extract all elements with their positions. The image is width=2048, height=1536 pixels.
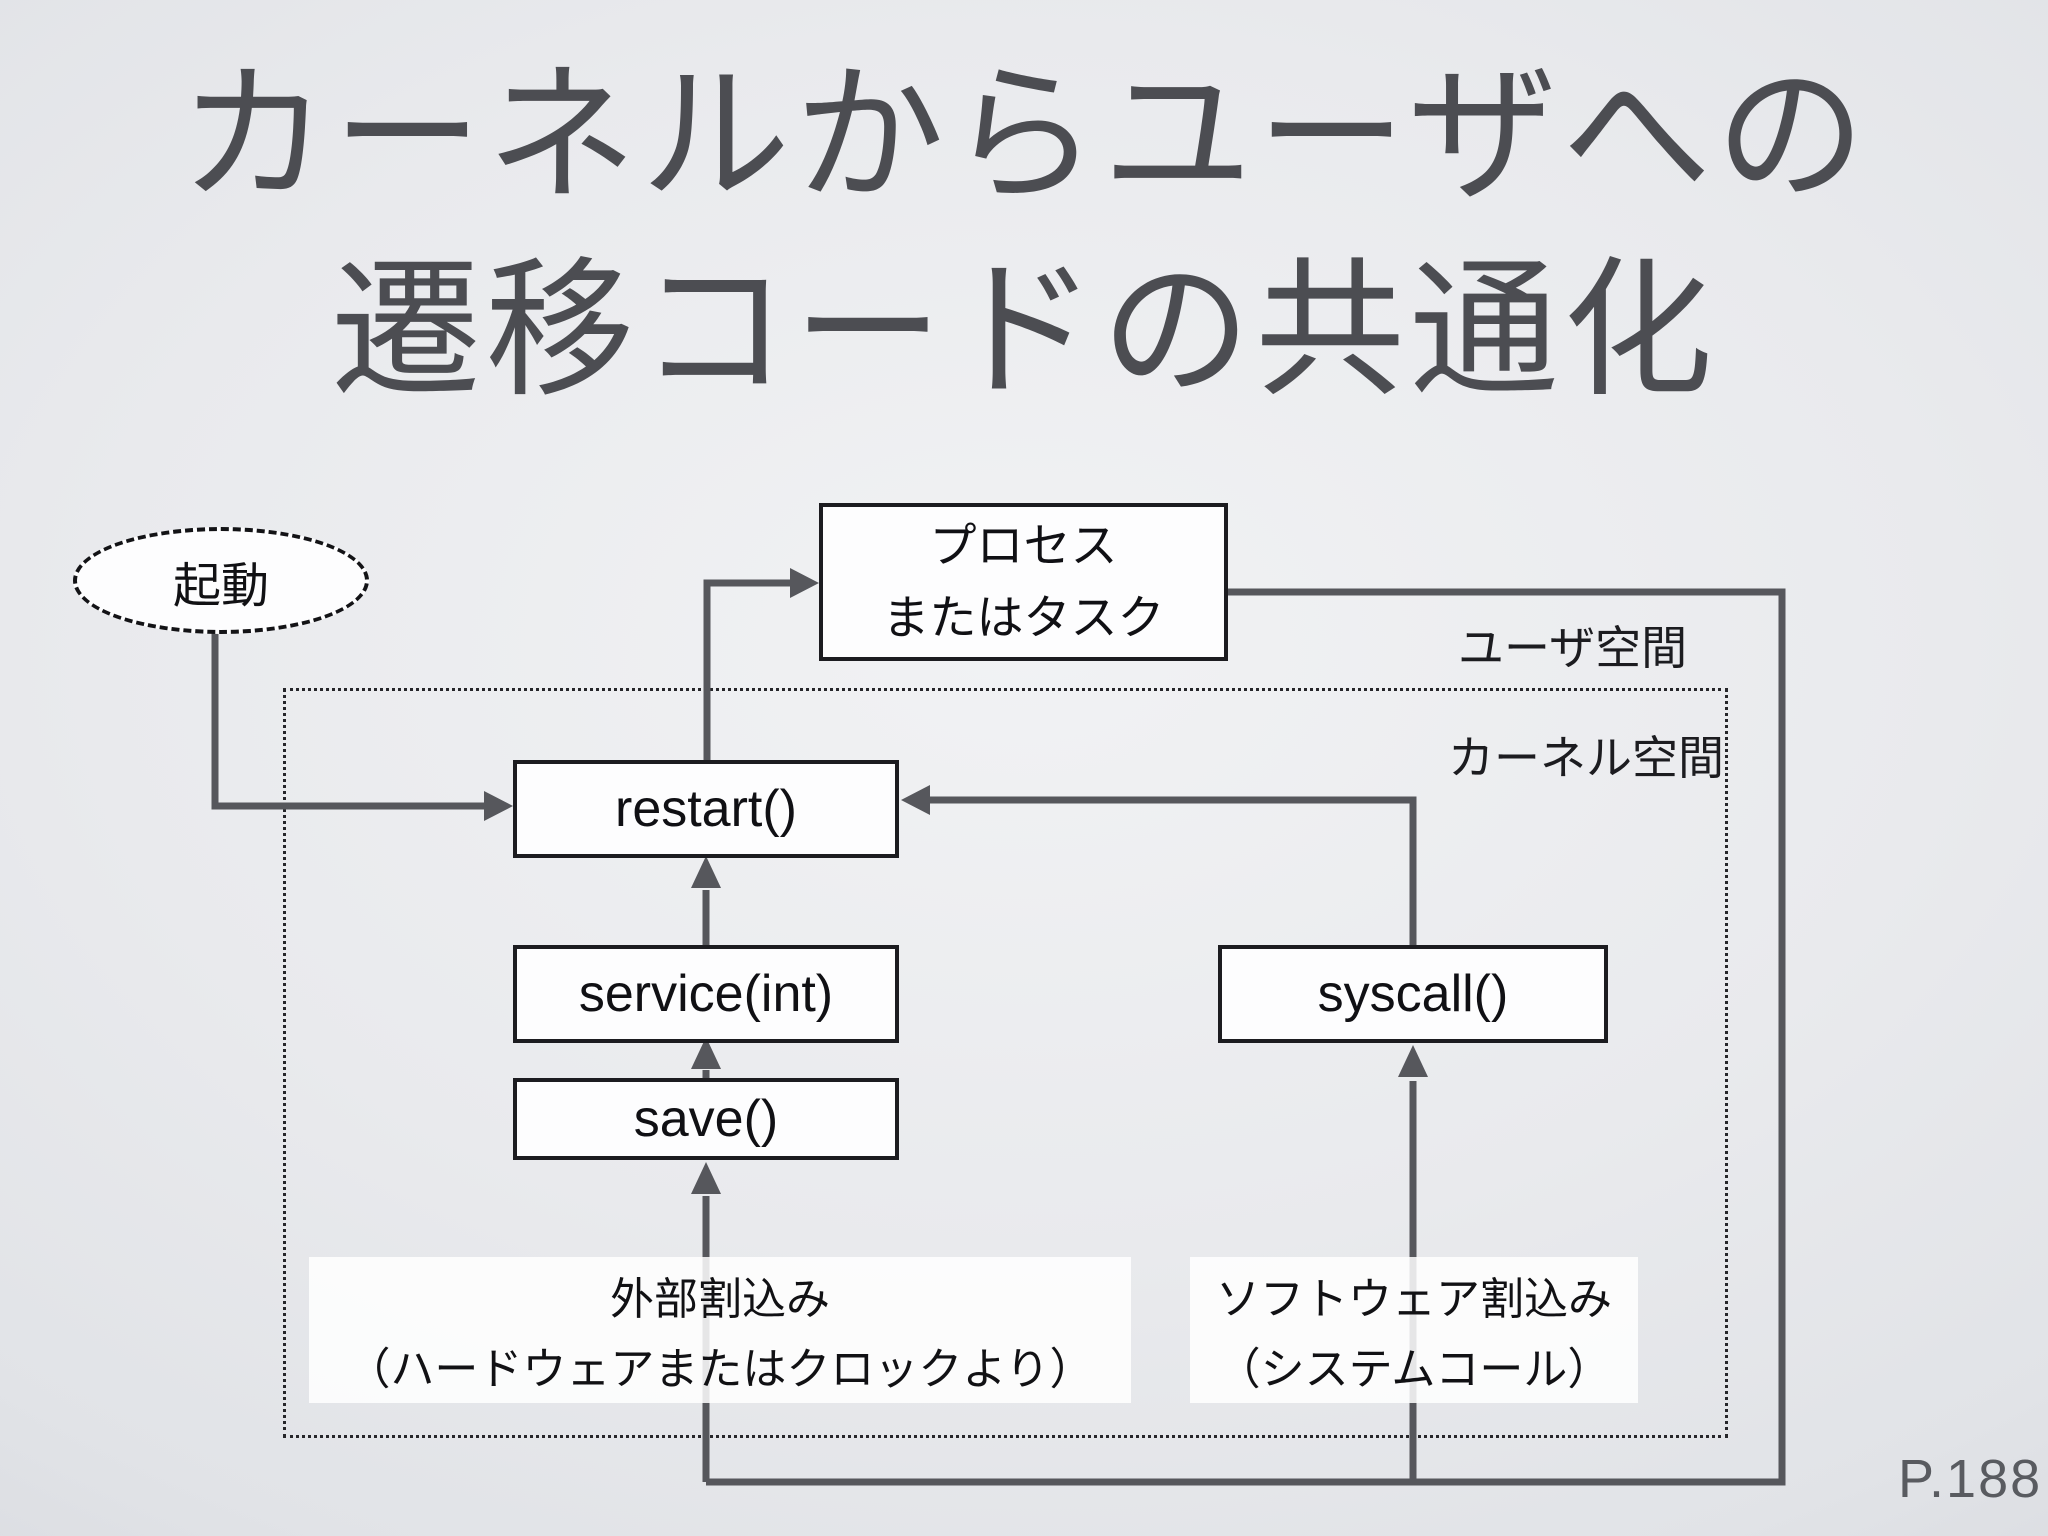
user-space-label: ユーザ空間 <box>1458 622 1688 674</box>
external-interrupt-label: 外部割込み （ハードウェアまたはクロックより） <box>309 1257 1131 1403</box>
process-return-loop-line <box>706 588 1786 1486</box>
arrow-syscall-to-restart-head <box>901 785 930 815</box>
arrow-start-to-restart-head <box>484 791 513 821</box>
save-box-label: save() <box>633 1090 779 1148</box>
title-line-1: カーネルからユーザへの <box>178 51 1870 219</box>
arrow-restart-to-process-head <box>790 568 819 598</box>
service-box: service(int) <box>513 945 899 1043</box>
kernel-space-label: カーネル空間 <box>1448 732 1724 784</box>
process-box-line-2: またはタスク <box>882 591 1165 644</box>
save-box: save() <box>513 1078 899 1160</box>
slide-title: カーネルからユーザへの 遷移コードの共通化 <box>0 38 2048 428</box>
arrow-start-to-restart-line <box>211 632 489 810</box>
page-number: P.188 <box>1898 1449 2043 1509</box>
start-ellipse-label: 起動 <box>172 559 269 613</box>
restart-box: restart() <box>513 760 899 858</box>
software-interrupt-line-2: （システムコール） <box>1216 1345 1612 1394</box>
process-box-line-1: プロセス <box>929 519 1118 572</box>
restart-box-label: restart() <box>615 780 797 838</box>
arrow-external-to-save-head <box>691 1162 721 1194</box>
kernel-space-boundary <box>283 688 1728 1438</box>
title-line-2: 遷移コードの共通化 <box>330 246 1717 414</box>
syscall-box-label: syscall() <box>1317 965 1509 1023</box>
external-interrupt-line-1: 外部割込み <box>610 1275 830 1324</box>
start-ellipse: 起動 <box>73 527 369 634</box>
arrow-save-to-service-head <box>691 1037 721 1069</box>
software-interrupt-label: ソフトウェア割込み （システムコール） <box>1190 1257 1638 1403</box>
external-interrupt-line-2: （ハードウェアまたはクロックより） <box>346 1345 1094 1394</box>
arrow-software-to-syscall-head <box>1398 1045 1428 1077</box>
software-interrupt-line-1: ソフトウェア割込み <box>1216 1275 1612 1324</box>
arrow-restart-to-process-line <box>703 579 796 762</box>
service-box-label: service(int) <box>578 965 834 1023</box>
arrow-service-to-restart-head <box>691 856 721 888</box>
syscall-box: syscall() <box>1218 945 1608 1043</box>
process-or-task-box: プロセス またはタスク <box>819 503 1228 661</box>
arrow-syscall-to-restart-line <box>925 796 1417 945</box>
